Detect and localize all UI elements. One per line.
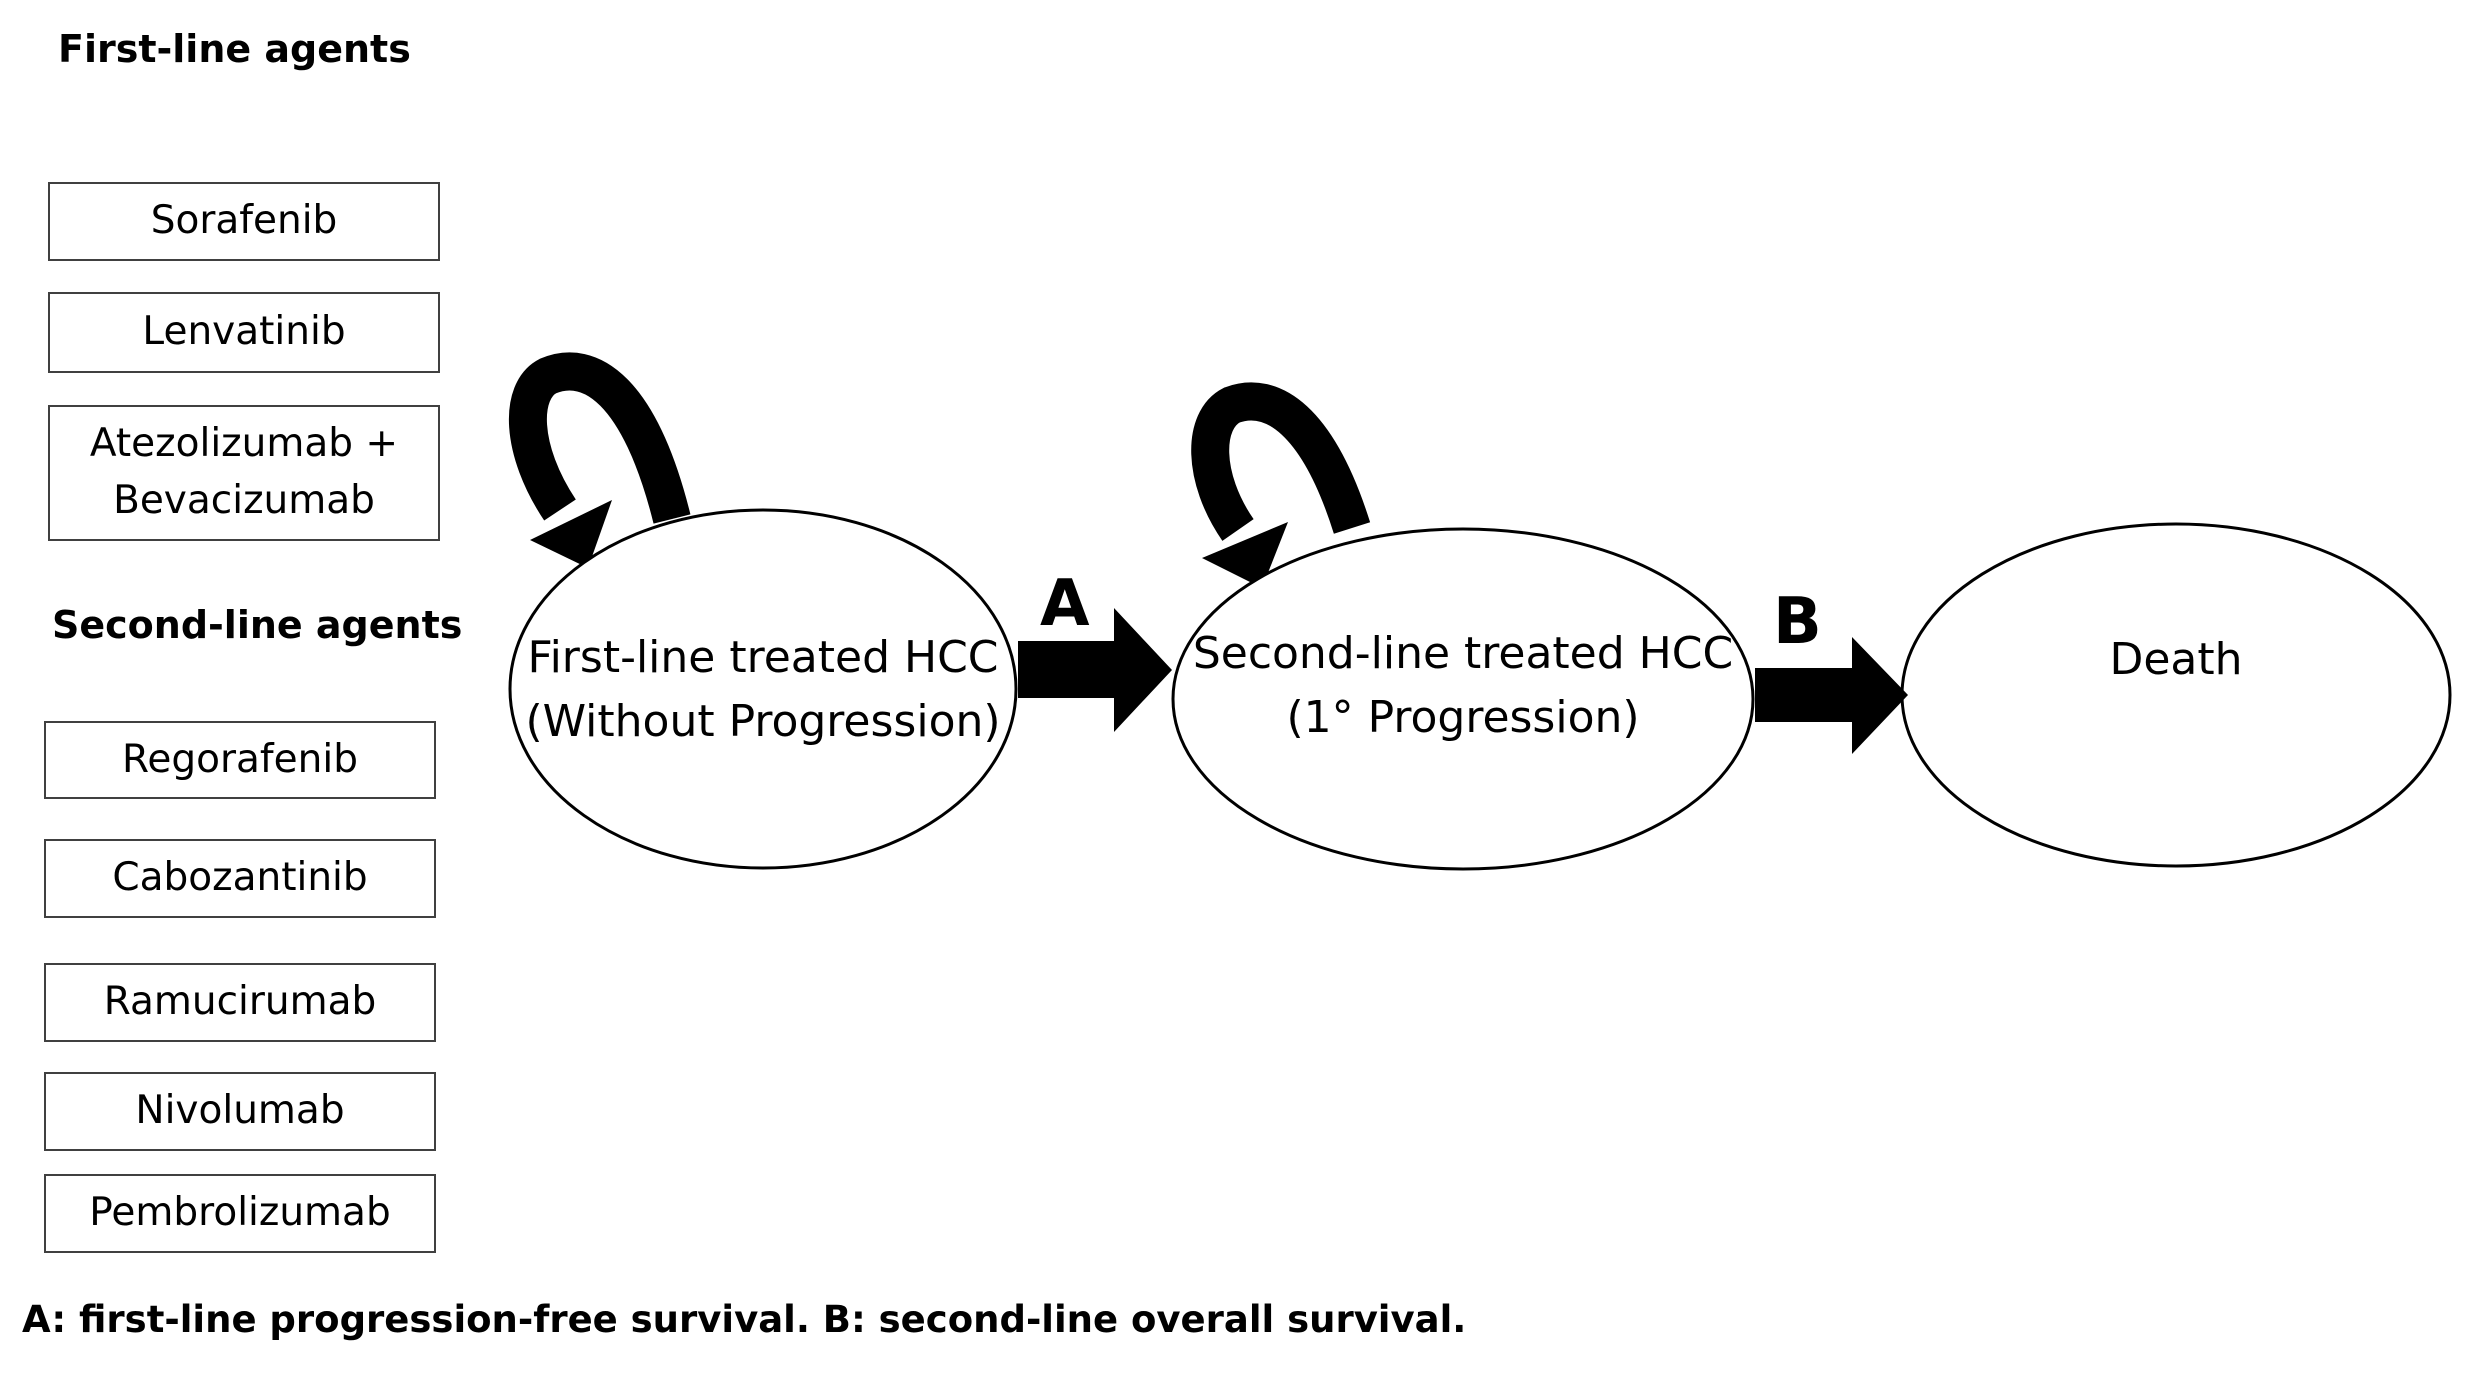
state-first-line (508, 508, 1018, 870)
transition-arrow-a (1018, 608, 1172, 732)
self-loop-arrow-second-line (1191, 382, 1371, 588)
agent-box-atezolizumab-bevacizumab: Atezolizumab + Bevacizumab (48, 405, 440, 541)
agent-label: Atezolizumab + Bevacizumab (89, 421, 399, 523)
agent-label: Pembrolizumab (89, 1190, 391, 1236)
state-second-line (1171, 527, 1755, 871)
footnote: A: first-line progression-free survival.… (22, 1298, 1467, 1341)
agent-label: Sorafenib (150, 198, 338, 244)
agent-label: Cabozantinib (112, 855, 368, 901)
agent-box-ramucirumab: Ramucirumab (44, 963, 436, 1042)
transition-label-a: A (1040, 567, 1090, 641)
agent-label: Ramucirumab (103, 979, 377, 1025)
second-line-heading: Second-line agents (52, 603, 463, 647)
agent-label: Lenvatinib (142, 309, 346, 355)
transition-arrow-b (1755, 637, 1908, 754)
agent-box-pembrolizumab: Pembrolizumab (44, 1174, 436, 1253)
state-second-line-label: Second-line treated HCC (1° Progression) (1192, 628, 1734, 743)
transition-label-b: B (1773, 585, 1822, 659)
agent-box-regorafenib: Regorafenib (44, 721, 436, 799)
first-line-heading: First-line agents (58, 27, 411, 71)
agent-box-cabozantinib: Cabozantinib (44, 839, 436, 918)
agent-box-lenvatinib: Lenvatinib (48, 292, 440, 373)
state-death (1900, 522, 2452, 868)
agent-box-sorafenib: Sorafenib (48, 182, 440, 261)
agent-label: Regorafenib (122, 736, 358, 782)
self-loop-arrow-first-line (508, 352, 691, 568)
state-first-line-label: First-line treated HCC (Without Progress… (525, 632, 1001, 747)
agent-label: Nivolumab (135, 1088, 345, 1134)
state-death-label: Death (2109, 634, 2243, 685)
agent-box-nivolumab: Nivolumab (44, 1072, 436, 1151)
